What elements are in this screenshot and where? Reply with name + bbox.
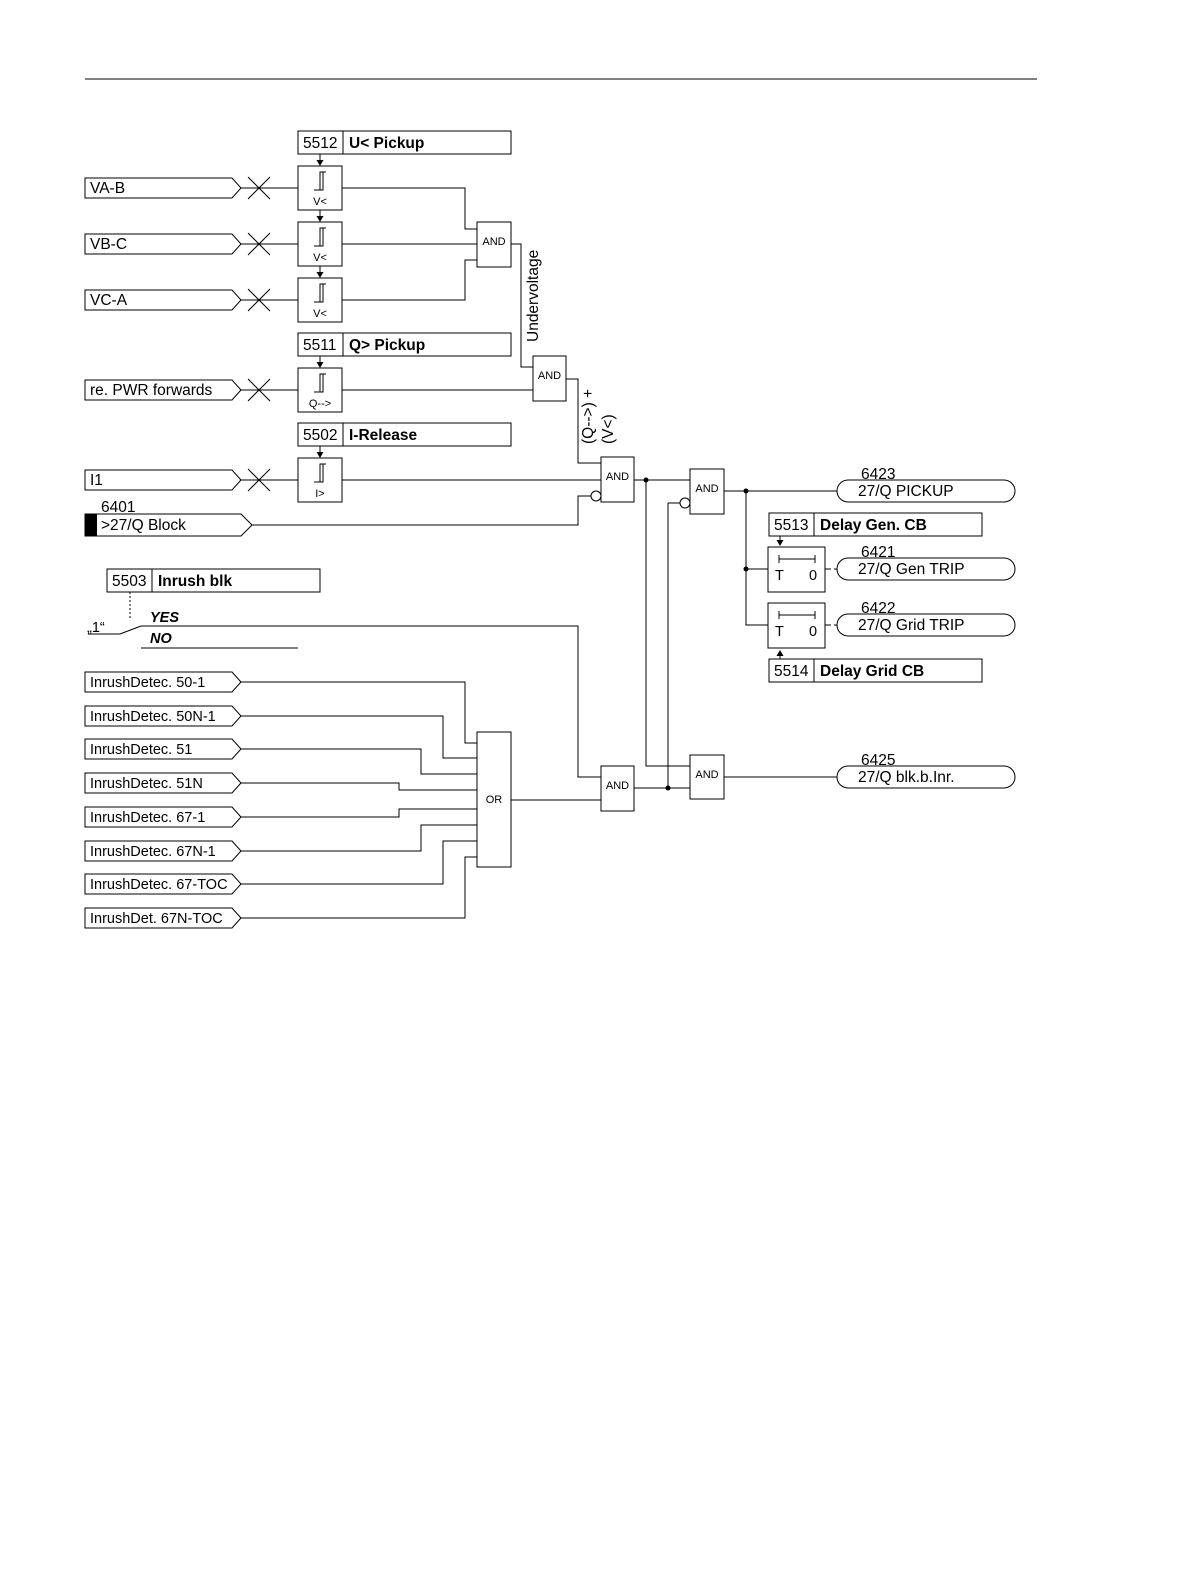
svg-text:V<: V< [313, 252, 327, 264]
threshold-q-gt: Q--> [297, 367, 343, 413]
and-gate-blk-inr: AND [689, 754, 725, 800]
input-flag-block: 6401 >27/Q Block [84, 499, 253, 537]
threshold-v-lt-3: V< [297, 277, 343, 323]
input-flag-va-b: VA-B [84, 177, 242, 199]
q-v-label-2: (V<) [600, 414, 617, 444]
block-label: >27/Q Block [101, 517, 186, 534]
inrush-inputs: InrushDetec. 50-1 InrushDetec. 50N-1 Inr… [84, 671, 242, 929]
switch-yes-label: YES [150, 610, 179, 626]
output-flag-6422: 6422 27/Q Grid TRIP [836, 600, 1016, 637]
inrush-input: InrushDetec. 51 [84, 738, 242, 760]
input-flag-pwr: re. PWR forwards [84, 379, 242, 401]
inrush-input: InrushDetec. 67N-1 [84, 840, 242, 862]
svg-text:I>: I> [315, 488, 324, 500]
svg-text:V<: V< [313, 308, 327, 320]
svg-text:InrushDetec. 67N-1: InrushDetec. 67N-1 [90, 844, 216, 860]
svg-text:InrushDetec. 50-1: InrushDetec. 50-1 [90, 675, 205, 691]
param-5513: 5513 Delay Gen. CB [768, 512, 983, 537]
svg-text:InrushDetec. 67-TOC: InrushDetec. 67-TOC [90, 877, 228, 893]
svg-text:27/Q Gen TRIP: 27/Q Gen TRIP [858, 561, 965, 578]
svg-text:0: 0 [809, 568, 817, 584]
svg-text:6421: 6421 [861, 544, 895, 561]
svg-text:InrushDetec. 67-1: InrushDetec. 67-1 [90, 810, 205, 826]
timer-grid-trip: T 0 [767, 602, 826, 649]
svg-text:5502: 5502 [303, 427, 337, 444]
block-number: 6401 [101, 499, 135, 516]
svg-text:InrushDetec. 50N-1: InrushDetec. 50N-1 [90, 709, 216, 725]
svg-text:27/Q Grid TRIP: 27/Q Grid TRIP [858, 617, 965, 634]
threshold-i-gt: I> [297, 457, 343, 503]
wires [88, 154, 848, 919]
svg-text:6422: 6422 [861, 600, 895, 617]
inrush-input: InrushDetec. 50-1 [84, 671, 242, 693]
svg-text:InrushDet. 67N-TOC: InrushDet. 67N-TOC [90, 911, 223, 927]
svg-text:AND: AND [695, 769, 718, 781]
svg-text:Delay Grid CB: Delay Grid CB [820, 663, 924, 680]
svg-text:5514: 5514 [774, 663, 809, 680]
input-label: re. PWR forwards [90, 382, 213, 399]
svg-text:T: T [775, 568, 784, 584]
or-gate-inrush: OR [476, 731, 512, 868]
inrush-input: InrushDetec. 51N [84, 772, 242, 794]
svg-text:AND: AND [606, 780, 629, 792]
threshold-v-lt-1: V< [297, 165, 343, 211]
input-label: VB-C [90, 236, 127, 253]
output-flag-6421: 6421 27/Q Gen TRIP [836, 544, 1016, 581]
input-label: VC-A [90, 292, 128, 309]
cross-marks [247, 176, 271, 492]
param-5512: 5512 U< Pickup [297, 130, 512, 155]
svg-text:AND: AND [606, 471, 629, 483]
inrush-input: InrushDetec. 67-TOC [84, 873, 242, 895]
svg-text:27/Q blk.b.Inr.: 27/Q blk.b.Inr. [858, 769, 955, 786]
svg-text:6425: 6425 [861, 752, 895, 769]
svg-text:InrushDetec. 51: InrushDetec. 51 [90, 742, 192, 758]
svg-text:Delay Gen. CB: Delay Gen. CB [820, 517, 927, 534]
svg-text:OR: OR [486, 794, 503, 806]
switch-one-label: „1“ [87, 620, 105, 636]
svg-text:InrushDetec. 51N: InrushDetec. 51N [90, 776, 203, 792]
output-flag-6423: 6423 27/Q PICKUP [836, 466, 1016, 503]
and-gate-pickup: AND [689, 468, 725, 515]
svg-text:AND: AND [482, 236, 505, 248]
svg-text:T: T [775, 624, 784, 640]
switch-no-label: NO [150, 631, 172, 647]
svg-text:5513: 5513 [774, 517, 808, 534]
svg-text:U< Pickup: U< Pickup [349, 135, 424, 152]
and-gate-inrush: AND [600, 765, 635, 812]
svg-text:6423: 6423 [861, 466, 895, 483]
param-5503: 5503 Inrush blk [106, 568, 321, 593]
inrush-input: InrushDetec. 50N-1 [84, 705, 242, 727]
param-5511: 5511 Q> Pickup [297, 332, 512, 357]
svg-text:V<: V< [313, 196, 327, 208]
output-flag-6425: 6425 27/Q blk.b.Inr. [836, 752, 1016, 789]
svg-text:Inrush blk: Inrush blk [158, 573, 232, 590]
svg-text:5512: 5512 [303, 135, 337, 152]
inrush-input: InrushDet. 67N-TOC [84, 907, 242, 929]
svg-text:I-Release: I-Release [349, 427, 417, 444]
input-flag-i1: I1 [84, 469, 242, 491]
input-flag-vc-a: VC-A [84, 289, 242, 311]
input-label: I1 [90, 472, 103, 489]
input-flag-vb-c: VB-C [84, 233, 242, 255]
svg-text:27/Q PICKUP: 27/Q PICKUP [858, 483, 954, 500]
and-gate-q-v: AND [532, 355, 567, 402]
input-label: VA-B [90, 180, 125, 197]
svg-text:Q-->: Q--> [309, 398, 331, 410]
svg-text:5503: 5503 [112, 573, 146, 590]
param-5502: 5502 I-Release [297, 422, 512, 447]
svg-text:5511: 5511 [303, 337, 336, 354]
undervoltage-label: Undervoltage [525, 250, 542, 342]
and-gate-undervoltage: AND [476, 221, 512, 268]
svg-text:0: 0 [809, 624, 817, 640]
inrush-input: InrushDetec. 67-1 [84, 806, 242, 828]
threshold-v-lt-2: V< [297, 221, 343, 267]
param-5514: 5514 Delay Grid CB [768, 658, 983, 683]
timer-gen-trip: T 0 [767, 546, 826, 593]
q-v-label-1: (Q-->) + [580, 389, 597, 444]
svg-text:AND: AND [695, 483, 718, 495]
svg-text:AND: AND [538, 370, 561, 382]
and-gate-release: AND [600, 456, 635, 503]
svg-text:Q> Pickup: Q> Pickup [349, 337, 425, 354]
